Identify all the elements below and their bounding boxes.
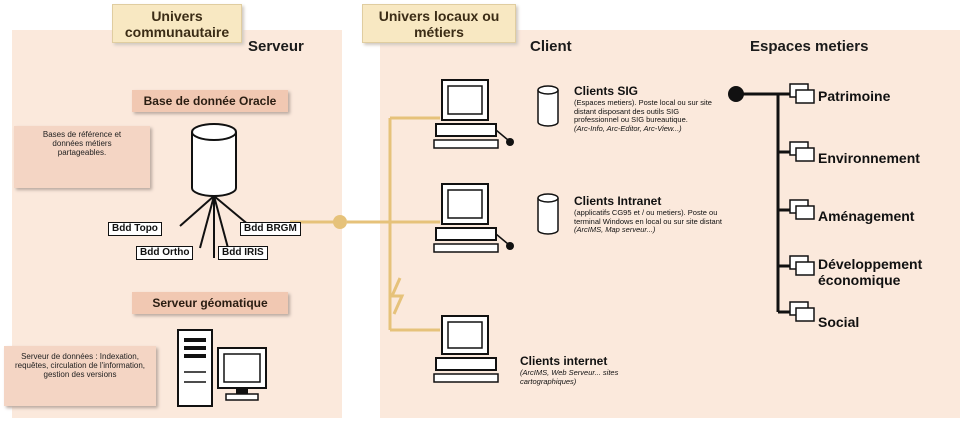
espace-amenagement: Aménagement: [818, 208, 915, 224]
client-sig-database-icon: [537, 85, 559, 127]
client-sig-desc: (Espaces metiers). Poste local ou sur si…: [574, 98, 724, 133]
client-internet-tools: (ArcIMS, Web Serveur... sites cartograph…: [520, 368, 619, 386]
espaces-root-node-icon: [728, 86, 744, 102]
espace-developpement: Développement économique: [818, 256, 923, 288]
database-cylinder-icon: [179, 123, 251, 258]
client-sig-computer-icon: [433, 79, 514, 149]
espaces-tree: [738, 92, 790, 314]
bases-reference-note: Bases de référence et données métiers pa…: [14, 126, 150, 188]
tab-univers-locaux: Univers locaux ou métiers: [362, 4, 516, 43]
client-intranet-desc-text: (applicatifs CG95 et / ou metiers). Post…: [574, 208, 722, 226]
espace-environnement: Environnement: [818, 150, 920, 166]
bus-node-icon: [333, 215, 347, 229]
client-sig-tools: (Arc-Info, Arc-Editor, Arc-View...): [574, 123, 682, 133]
bdd-brgm-label: Bdd BRGM: [240, 222, 301, 236]
client-intranet-computer-icon: [433, 183, 514, 253]
client-internet-desc: (ArcIMS, Web Serveur... sites cartograph…: [520, 368, 640, 386]
client-intranet-desc: (applicatifs CG95 et / ou metiers). Post…: [574, 208, 724, 235]
client-sig-desc-text: (Espaces metiers). Poste local ou sur si…: [574, 98, 712, 124]
server-tower-icon: [177, 329, 213, 407]
bdd-topo-label: Bdd Topo: [108, 222, 162, 236]
oracle-db-label: Base de donnée Oracle: [132, 90, 288, 112]
client-intranet-tools: (ArcIMS, Map serveur...): [574, 225, 656, 234]
folder-icon: [789, 141, 815, 162]
folder-icon: [789, 83, 815, 104]
header-client: Client: [530, 38, 572, 55]
client-internet-computer-icon: [433, 315, 499, 383]
client-intranet-database-icon: [537, 193, 559, 235]
client-intranet-title: Clients Intranet: [574, 194, 662, 208]
tab-univers-communautaire: Univers communautaire: [112, 4, 242, 43]
espace-social: Social: [818, 314, 860, 330]
header-serveur: Serveur: [248, 38, 304, 55]
serveur-geomatique-label: Serveur géomatique: [132, 292, 288, 314]
client-internet-title: Clients internet: [520, 354, 608, 368]
espace-patrimoine: Patrimoine: [818, 88, 891, 104]
bdd-ortho-label: Bdd Ortho: [136, 246, 194, 260]
serveur-donnees-note: Serveur de données : Indexation, requête…: [4, 346, 156, 406]
folder-icon: [789, 301, 815, 322]
folder-icon: [789, 255, 815, 276]
lightning-icon: [389, 277, 405, 315]
folder-icon: [789, 199, 815, 220]
server-monitor-icon: [217, 347, 267, 401]
header-espaces-metiers: Espaces metiers: [750, 38, 869, 55]
bdd-iris-label: Bdd IRIS: [218, 246, 268, 260]
client-sig-title: Clients SIG: [574, 84, 639, 98]
